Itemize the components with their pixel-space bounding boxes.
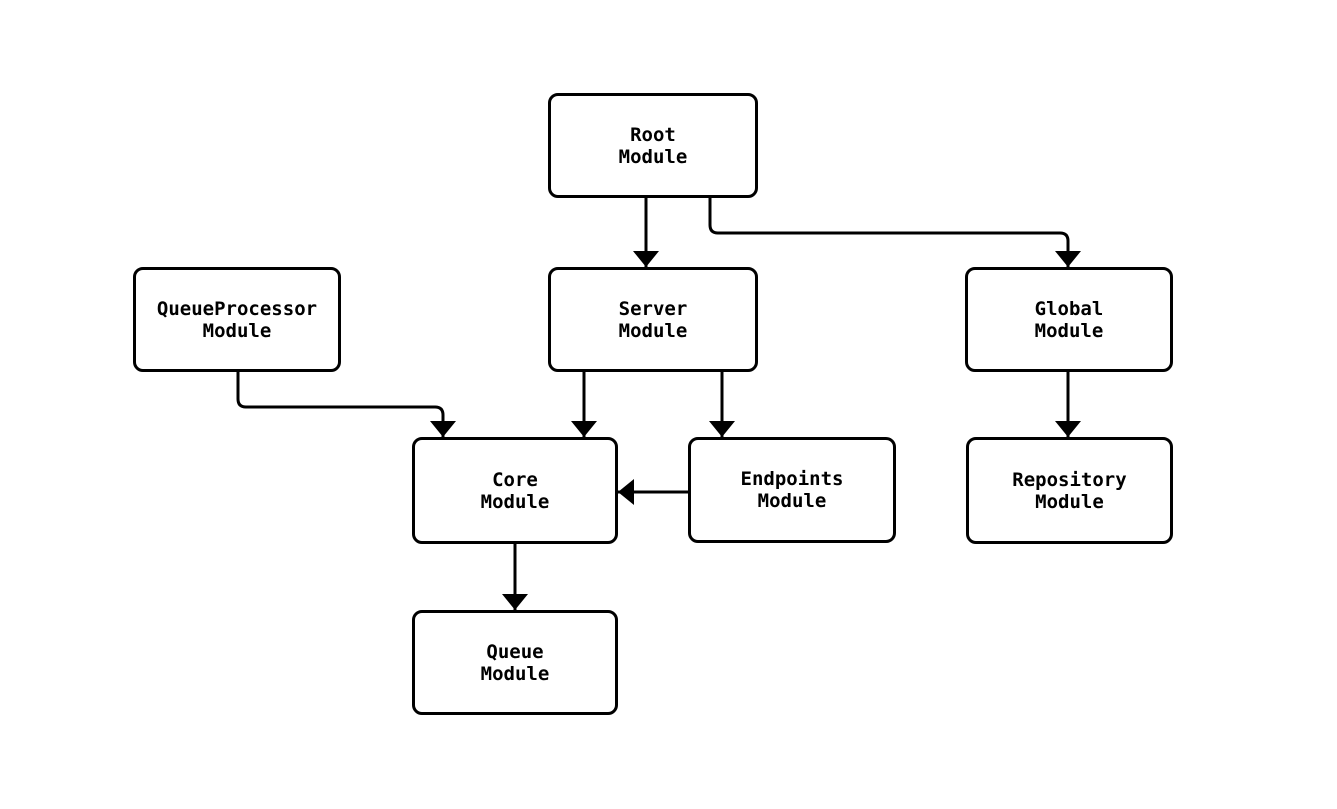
node-label-queue: Queue Module	[480, 640, 550, 685]
node-label-root: Root Module	[618, 123, 688, 168]
node-label-server: Server Module	[618, 297, 688, 342]
node-server-module: Server Module	[548, 267, 758, 372]
node-label-global: Global Module	[1034, 297, 1104, 342]
node-root-module: Root Module	[548, 93, 758, 198]
node-queue-module: Queue Module	[412, 610, 618, 715]
node-global-module: Global Module	[965, 267, 1173, 372]
node-core-module: Core Module	[412, 437, 618, 544]
node-repository-module: Repository Module	[966, 437, 1173, 544]
node-label-core: Core Module	[480, 468, 550, 513]
node-label-repository: Repository Module	[1012, 468, 1127, 513]
node-label-endpoints: Endpoints Module	[740, 468, 844, 512]
node-label-queueprocessor: QueueProcessor Module	[156, 297, 318, 342]
edge-queueprocessor-to-core	[236, 372, 456, 437]
node-endpoints-module: Endpoints Module	[688, 437, 896, 543]
edge-group	[236, 198, 1081, 610]
edge-root-to-global	[708, 198, 1081, 267]
node-queueprocessor-module: QueueProcessor Module	[133, 267, 341, 372]
